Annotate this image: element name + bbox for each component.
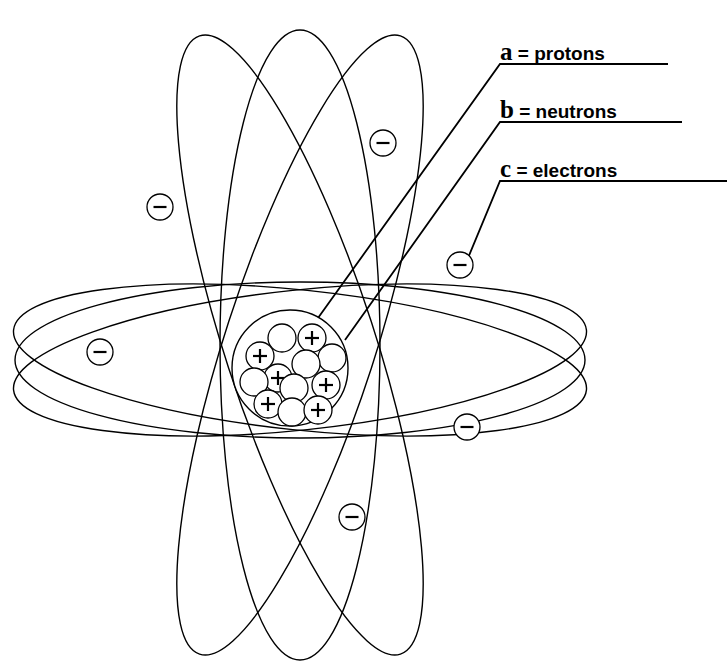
charge-sign	[154, 206, 167, 208]
orbit	[15, 282, 585, 438]
leader-lines	[318, 64, 727, 340]
proton	[304, 396, 332, 424]
charge-sign	[346, 516, 359, 518]
proton-circle	[304, 396, 332, 424]
orbit	[128, 13, 472, 668]
part-label: a = protons	[500, 38, 605, 66]
proton	[246, 342, 274, 370]
electron	[454, 414, 480, 440]
electron	[147, 194, 173, 220]
neutron	[278, 398, 306, 426]
neutron	[318, 344, 346, 372]
leader-line	[318, 64, 668, 318]
part-label: b = neutrons	[500, 96, 617, 124]
charge-sign	[325, 378, 327, 392]
leader-line	[345, 122, 682, 340]
orbit	[6, 260, 593, 459]
charge-sign	[311, 331, 313, 345]
orbit	[220, 30, 380, 660]
electron-circle	[339, 504, 365, 530]
charge-sign	[377, 142, 390, 144]
part-label: c = electrons	[500, 155, 617, 183]
charge-sign	[267, 397, 269, 411]
electron-circle	[147, 194, 173, 220]
electron	[339, 504, 365, 530]
electron-circle	[370, 130, 396, 156]
charge-sign	[277, 371, 279, 385]
charge-sign	[94, 351, 107, 353]
orbit	[6, 260, 593, 459]
neutron	[268, 324, 296, 352]
electron-circle	[87, 339, 113, 365]
charge-sign	[317, 403, 319, 417]
electron	[87, 339, 113, 365]
charge-sign	[259, 349, 261, 363]
electron	[370, 130, 396, 156]
electron-circle	[447, 252, 473, 278]
neutron-circle	[318, 344, 346, 372]
orbit	[128, 13, 472, 668]
charge-sign	[454, 264, 467, 266]
proton-circle	[246, 342, 274, 370]
electron	[447, 252, 473, 278]
nucleus	[232, 310, 348, 426]
neutron-circle	[278, 398, 306, 426]
nucleus-outline	[232, 310, 348, 426]
leader-line	[468, 181, 727, 258]
proton-circle	[312, 371, 340, 399]
proton	[312, 371, 340, 399]
charge-sign	[461, 426, 474, 428]
electron-circle	[454, 414, 480, 440]
neutron-circle	[268, 324, 296, 352]
